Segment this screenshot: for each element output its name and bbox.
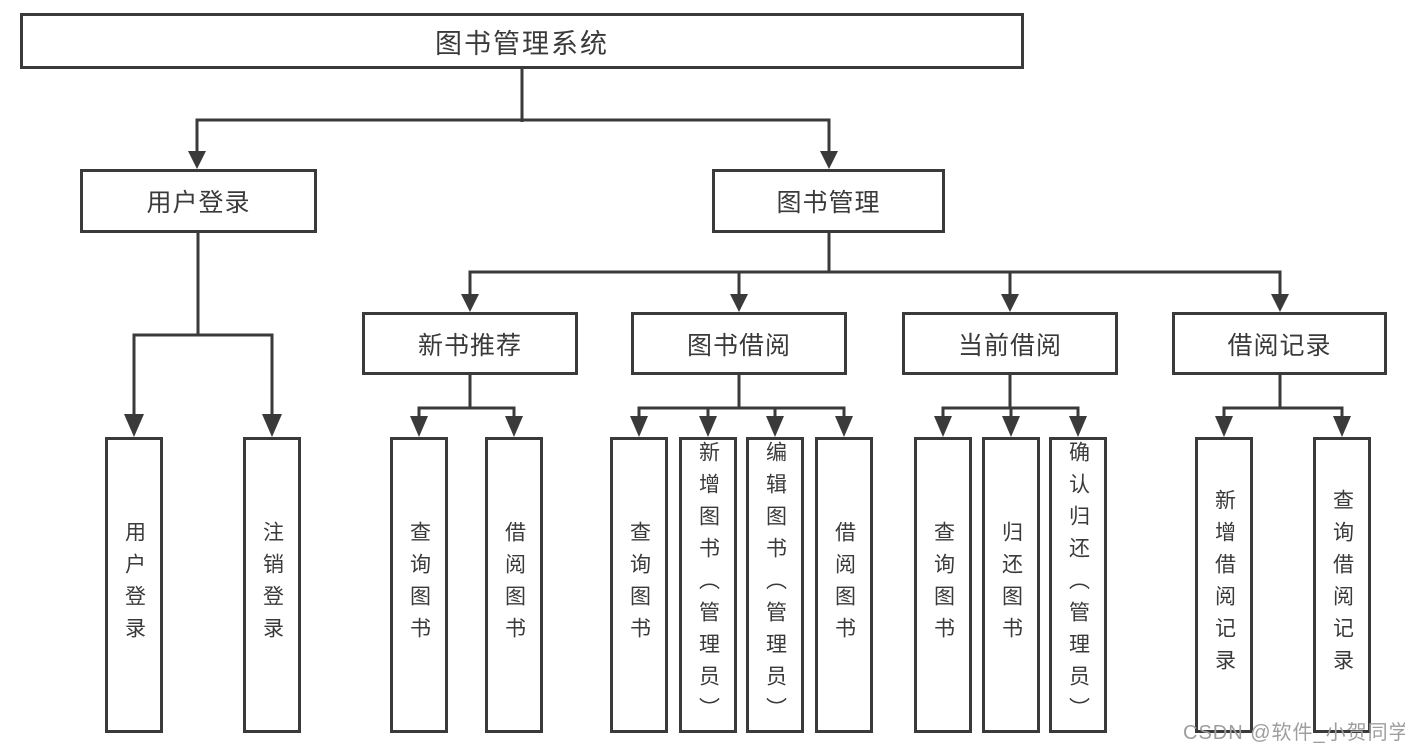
connector-line bbox=[195, 118, 831, 153]
connector-line bbox=[1222, 406, 1344, 419]
leaf-logout: 注销登录 bbox=[243, 437, 301, 733]
arrowhead bbox=[1069, 416, 1087, 437]
leaf-br-query-record: 查询借阅记录 bbox=[1313, 437, 1371, 733]
node-user-login-label: 用户登录 bbox=[146, 189, 251, 217]
arrowhead bbox=[262, 414, 282, 437]
leaf-bb-add-books: 新增图书（管理员） bbox=[679, 437, 737, 733]
leaf-cb-return-books-label: 归还图书 bbox=[999, 521, 1023, 649]
leaf-nbr-borrow-books-label: 借阅图书 bbox=[502, 521, 526, 649]
node-new-book-recommend-label: 新书推荐 bbox=[417, 331, 522, 360]
leaf-cb-query-books-label: 查询图书 bbox=[931, 521, 955, 649]
leaf-cb-return-books: 归还图书 bbox=[982, 437, 1040, 733]
leaf-bb-query-books: 查询图书 bbox=[610, 437, 668, 733]
leaf-logout-label: 注销登录 bbox=[260, 521, 284, 649]
node-user-login: 用户登录 bbox=[80, 169, 317, 233]
node-book-borrow: 图书借阅 bbox=[631, 312, 847, 375]
connector-line bbox=[468, 270, 1282, 296]
arrowhead bbox=[188, 151, 206, 169]
arrowhead bbox=[461, 294, 479, 312]
leaf-br-add-record-label: 新增借阅记录 bbox=[1212, 489, 1236, 681]
leaf-bb-borrow-books: 借阅图书 bbox=[815, 437, 873, 733]
node-book-borrow-label: 图书借阅 bbox=[686, 331, 791, 360]
node-new-book-recommend: 新书推荐 bbox=[362, 312, 578, 375]
arrowhead bbox=[1215, 416, 1233, 437]
arrowhead bbox=[1271, 294, 1289, 312]
node-current-borrow: 当前借阅 bbox=[902, 312, 1118, 375]
leaf-cb-query-books: 查询图书 bbox=[914, 437, 972, 733]
node-root: 图书管理系统 bbox=[20, 13, 1024, 69]
leaf-user-login: 用户登录 bbox=[105, 437, 163, 733]
watermark: CSDN @软件_小贺同学 bbox=[1183, 722, 1405, 744]
node-borrow-records: 借阅记录 bbox=[1172, 312, 1387, 375]
leaf-bb-add-books-label: 新增图书（管理员） bbox=[696, 441, 720, 729]
leaf-br-query-record-label: 查询借阅记录 bbox=[1330, 489, 1354, 681]
connector-line bbox=[941, 406, 1080, 419]
leaf-bb-borrow-books-label: 借阅图书 bbox=[832, 521, 856, 649]
arrowhead bbox=[934, 416, 952, 437]
arrowhead bbox=[1001, 294, 1019, 312]
leaf-nbr-query-books-label: 查询图书 bbox=[407, 521, 431, 649]
leaf-br-add-record: 新增借阅记录 bbox=[1195, 437, 1253, 733]
arrowhead bbox=[766, 416, 784, 437]
node-current-borrow-label: 当前借阅 bbox=[957, 331, 1062, 360]
leaf-cb-confirm-return-label: 确认归还（管理员） bbox=[1066, 441, 1090, 729]
node-borrow-records-label: 借阅记录 bbox=[1227, 331, 1332, 360]
arrowhead bbox=[124, 414, 144, 437]
arrowhead bbox=[630, 416, 648, 437]
connector-line bbox=[637, 406, 846, 419]
leaf-bb-query-books-label: 查询图书 bbox=[627, 521, 651, 649]
arrowhead bbox=[1333, 416, 1351, 437]
leaf-bb-edit-books-label: 编辑图书（管理员） bbox=[763, 441, 787, 729]
arrowhead bbox=[835, 416, 853, 437]
arrowhead bbox=[730, 294, 748, 312]
connector-line bbox=[417, 406, 516, 419]
leaf-nbr-borrow-books: 借阅图书 bbox=[485, 437, 543, 733]
leaf-nbr-query-books: 查询图书 bbox=[390, 437, 448, 733]
leaf-user-login-label: 用户登录 bbox=[122, 521, 146, 649]
arrowhead bbox=[699, 416, 717, 437]
leaf-bb-edit-books: 编辑图书（管理员） bbox=[746, 437, 804, 733]
connector-line bbox=[132, 333, 274, 416]
node-book-management-label: 图书管理 bbox=[776, 189, 881, 217]
arrowhead bbox=[1002, 416, 1020, 437]
arrowhead bbox=[410, 416, 428, 437]
leaf-cb-confirm-return: 确认归还（管理员） bbox=[1049, 437, 1107, 733]
node-root-label: 图书管理系统 bbox=[435, 28, 609, 59]
node-book-management: 图书管理 bbox=[712, 169, 945, 233]
arrowhead bbox=[505, 416, 523, 437]
arrowhead bbox=[820, 151, 838, 169]
